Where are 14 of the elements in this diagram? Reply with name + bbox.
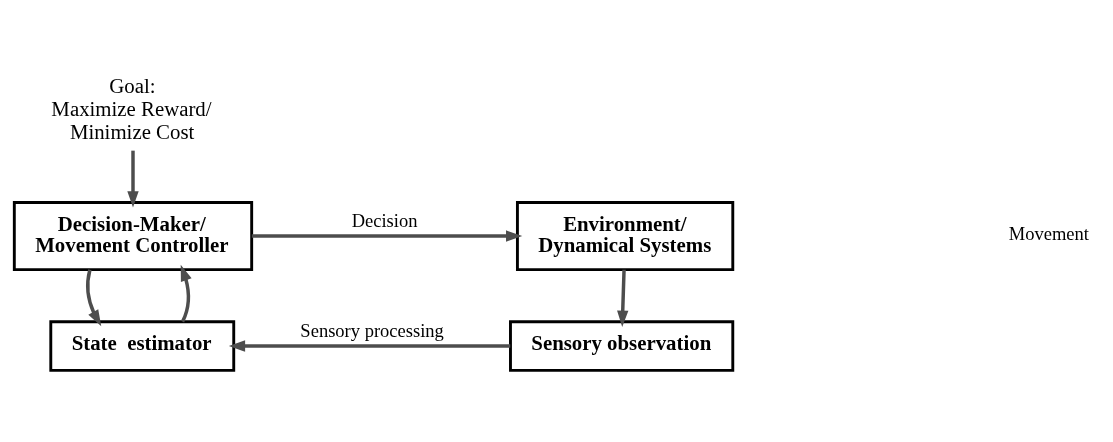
node-box: Decision-Maker/ Movement Controller xyxy=(12,201,254,272)
arrow xyxy=(127,150,139,208)
node-text: Goal: Maximize Reward/ Minimize Cost xyxy=(51,73,212,145)
arrow xyxy=(228,340,511,352)
node-box: State estimator xyxy=(49,320,236,372)
arrow xyxy=(251,230,523,242)
arrow xyxy=(86,269,102,327)
arrow xyxy=(180,264,192,323)
label: Movement xyxy=(1008,223,1090,245)
edge-label: Decision xyxy=(351,209,418,231)
arrow xyxy=(617,269,629,327)
edge-label: Sensory processing xyxy=(300,319,444,341)
node-box: Environment/ Dynamical Systems xyxy=(515,201,735,272)
node-box: Sensory observation xyxy=(509,320,735,372)
